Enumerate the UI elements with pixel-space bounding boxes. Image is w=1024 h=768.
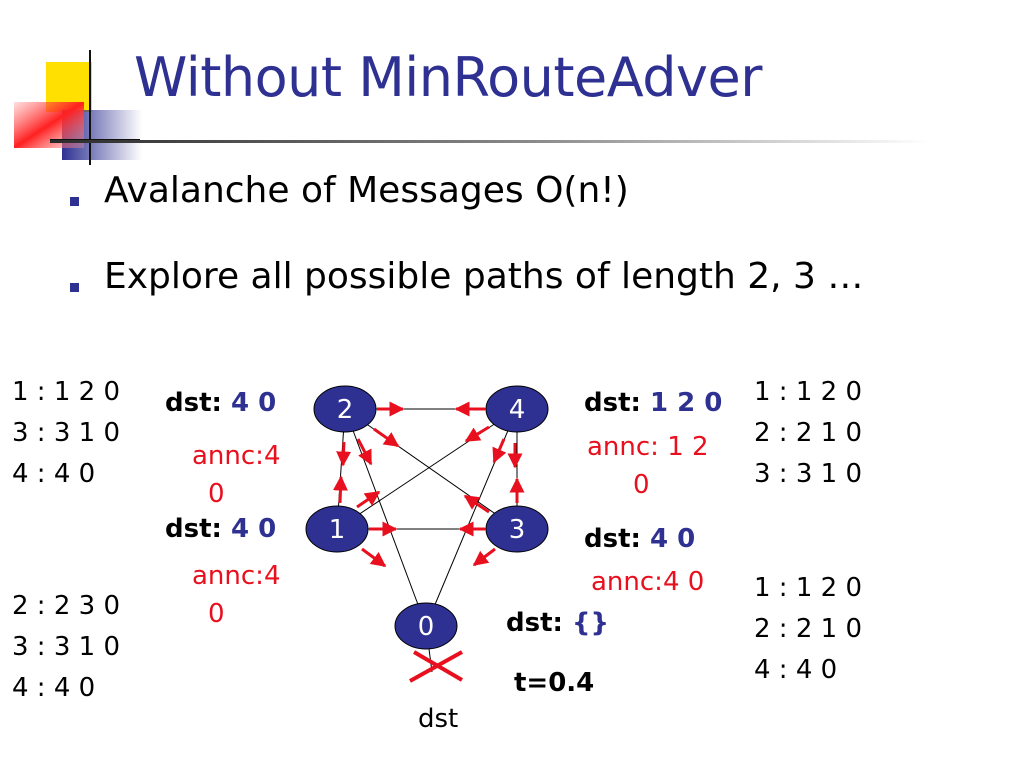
table-row: 4 : 4 0	[12, 459, 96, 489]
arrow-2-to-1	[336, 441, 352, 467]
table-row: 1 : 1 2 0	[754, 573, 862, 603]
node1-annc-label: annc:4 0	[192, 557, 281, 633]
annc-line: annc: 1 2	[587, 432, 709, 462]
routing-table-right-bottom: 1 : 1 2 0 2 : 2 1 0 4 : 4 0	[754, 568, 862, 691]
table-row: 4 : 4 0	[12, 673, 96, 703]
annc-line: annc:4 0	[591, 567, 705, 597]
node-label: 0	[418, 612, 435, 642]
bullet-item: Avalanche of Messages O(n!)	[104, 170, 629, 211]
node3-dst-label: dst: 4 0	[584, 524, 695, 554]
arrow-2-to-3	[373, 427, 400, 448]
node1-dst-label: dst: 4 0	[165, 514, 276, 544]
table-row: 2 : 2 1 0	[754, 614, 862, 644]
table-row: 3 : 3 1 0	[754, 459, 862, 489]
annc-line: annc:4	[192, 441, 281, 471]
bullet-item: Explore all possible paths of length 2, …	[104, 256, 864, 297]
node0-dst-label: dst: {}	[506, 608, 609, 638]
node3-annc-label: annc:4 0	[591, 563, 704, 601]
link-2-3	[344, 408, 518, 530]
title-divider	[50, 140, 930, 143]
dst-value: 4 0	[230, 388, 277, 418]
arrow-1-to-0	[361, 547, 387, 568]
table-row: 1 : 1 2 0	[754, 377, 862, 407]
annc-line: annc:4	[192, 561, 281, 591]
node-2: 2	[313, 385, 377, 433]
node4-annc-label: annc: 1 2 0	[587, 428, 709, 504]
arrow-2-to-0	[356, 438, 373, 466]
arrow-4-to-0	[492, 438, 507, 464]
arrow-4-to-1	[464, 425, 490, 443]
arrow-3-to-2	[463, 494, 490, 514]
table-row: 2 : 2 3 0	[12, 591, 120, 621]
slide-title: Without MinRouteAdver	[134, 46, 762, 109]
routing-table-right-top: 1 : 1 2 0 2 : 2 1 0 3 : 3 1 0	[754, 372, 862, 495]
arrow-1-to-4	[356, 490, 381, 509]
node2-dst-label: dst: 4 0	[165, 388, 276, 418]
dst-value: 4 0	[649, 524, 696, 554]
table-row: 3 : 3 1 0	[12, 418, 120, 448]
link-failure-x-icon	[409, 650, 464, 683]
routing-table-left-bottom: 2 : 2 3 0 3 : 3 1 0 4 : 4 0	[12, 586, 120, 709]
node4-dst-label: dst: 1 2 0	[584, 388, 722, 418]
announcement-arrows	[332, 401, 525, 568]
link-2-0	[344, 408, 427, 627]
node-label: 2	[337, 395, 354, 425]
node-label: 3	[509, 515, 526, 545]
dst-key: dst:	[165, 514, 222, 544]
routing-table-left-top: 1 : 1 2 0 3 : 3 1 0 4 : 4 0	[12, 372, 120, 495]
dst-value: {}	[571, 608, 610, 638]
arrow-1-to-2	[332, 475, 348, 504]
table-row: 3 : 3 1 0	[12, 632, 120, 662]
table-row: 1 : 1 2 0	[12, 377, 120, 407]
annc-line: 0	[208, 479, 225, 509]
annc-line: 0	[633, 470, 650, 500]
destination-label: dst	[418, 704, 459, 734]
node-0: 0	[394, 602, 458, 650]
dst-value: 1 2 0	[649, 388, 723, 418]
node-4: 4	[485, 385, 549, 433]
node-label: 1	[329, 515, 346, 545]
node-3: 3	[485, 505, 549, 553]
dst-value: 4 0	[230, 514, 277, 544]
dst-key: dst:	[506, 608, 563, 638]
dst-key: dst:	[584, 388, 641, 418]
table-row: 2 : 2 1 0	[754, 418, 862, 448]
bullet-marker	[70, 283, 79, 292]
time-label: t=0.4	[514, 668, 595, 698]
arrow-3-to-0	[472, 547, 496, 567]
node2-annc-label: annc:4 0	[192, 437, 281, 513]
node-1: 1	[305, 505, 369, 553]
node-label: 4	[509, 395, 526, 425]
bullet-marker	[70, 197, 79, 206]
dst-key: dst:	[165, 388, 222, 418]
dst-key: dst:	[584, 524, 641, 554]
table-row: 4 : 4 0	[754, 655, 838, 685]
annc-line: 0	[208, 599, 225, 629]
